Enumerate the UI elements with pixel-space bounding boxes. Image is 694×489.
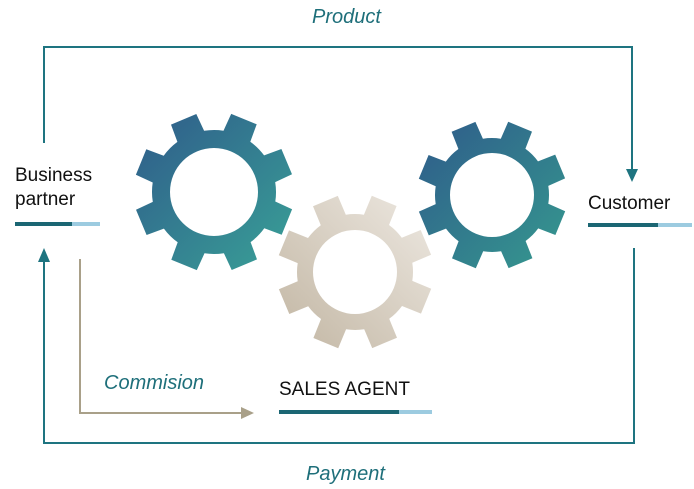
right-gear-icon bbox=[418, 121, 566, 269]
commission-arrowhead bbox=[241, 407, 254, 419]
center-gear-icon bbox=[278, 195, 432, 349]
business-partner-label: Business partner bbox=[15, 164, 92, 212]
product-flow-line bbox=[43, 46, 633, 172]
sales-agent-underline bbox=[279, 410, 432, 414]
business-partner-line-2: partner bbox=[15, 189, 76, 210]
left-gear-icon bbox=[135, 113, 293, 271]
sales-agent-label: SALES AGENT bbox=[279, 379, 410, 400]
commission-label: Commision bbox=[104, 372, 205, 394]
business-partner-underline bbox=[15, 222, 100, 226]
customer-label: Customer bbox=[588, 193, 671, 214]
product-label: Product bbox=[312, 6, 381, 28]
payment-label: Payment bbox=[306, 463, 385, 485]
payment-flow-line bbox=[43, 248, 635, 444]
customer-underline bbox=[588, 223, 692, 227]
commission-flow-line bbox=[79, 259, 244, 414]
payment-arrowhead bbox=[38, 248, 50, 262]
business-partner-line-1: Business bbox=[15, 165, 93, 186]
product-arrowhead bbox=[626, 169, 638, 182]
